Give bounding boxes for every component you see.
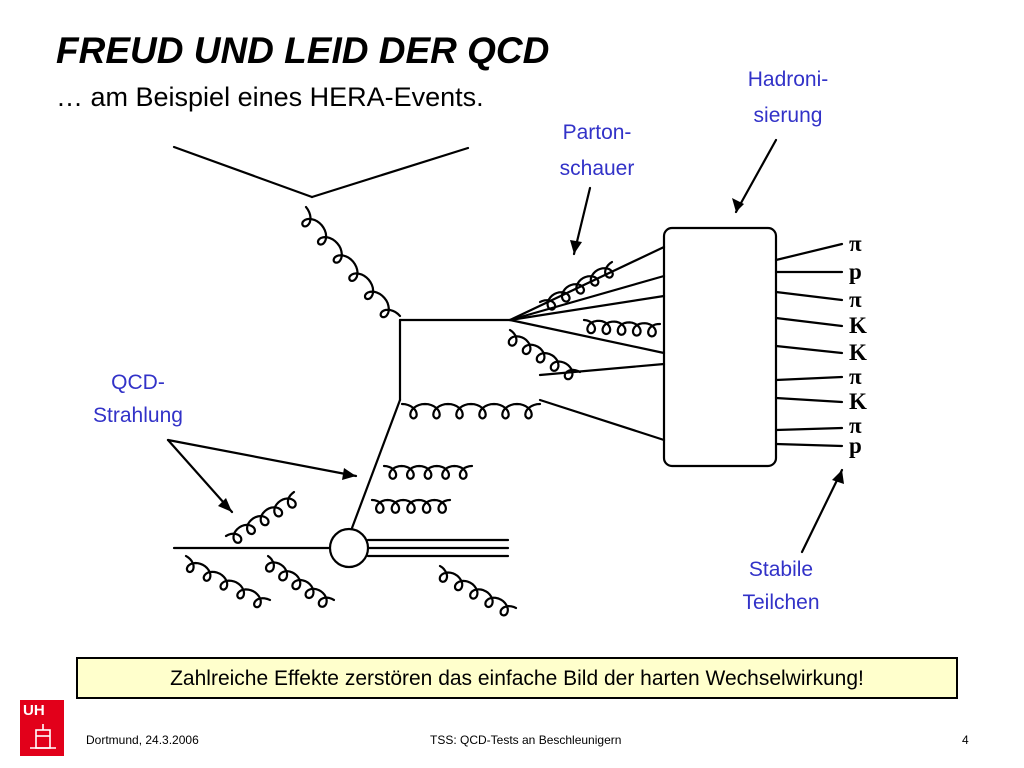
shower-line-2	[508, 274, 666, 322]
shower-line-6	[538, 398, 666, 442]
particle-line-3	[774, 290, 844, 302]
footer-date: Dortmund, 24.3.2006	[86, 733, 199, 747]
gluon-bottom-1	[224, 490, 297, 544]
arrowhead-qcd-1	[218, 498, 232, 512]
summary-callout: Zahlreiche Effekte zerstören das einfach…	[76, 657, 958, 699]
particle-label: π	[849, 364, 862, 389]
arrow-qcd-2	[166, 438, 358, 478]
hadronization-box	[662, 226, 778, 468]
particle-line-6	[774, 375, 844, 382]
particle-label: K	[849, 340, 867, 365]
logo-text: UH	[23, 702, 45, 719]
slide-subtitle: … am Beispiel eines HERA-Events.	[56, 82, 484, 112]
hera-event-diagram: Hadroni- sierung Parton- schauer QCD- St…	[93, 68, 867, 617]
gluon-shower-3	[507, 328, 582, 381]
particle-line-1	[774, 242, 844, 262]
proton-vertex	[328, 527, 370, 569]
arrowhead-qcd-2	[342, 468, 356, 480]
gluon-bottom-2	[184, 554, 272, 609]
particle-label: π	[849, 231, 862, 256]
gluon-bottom-4	[438, 564, 518, 617]
label-stabile-2: Teilchen	[742, 591, 819, 614]
arrow-stabile-teilchen	[800, 468, 844, 554]
particle-list: π p π K K π K π p	[849, 231, 867, 458]
arrowhead-stabile	[832, 470, 844, 484]
particle-label: π	[849, 287, 862, 312]
particle-label: p	[849, 259, 862, 284]
gluon-isr-2	[370, 498, 452, 514]
gluon-main-horizontal	[400, 402, 542, 420]
particle-line-9	[774, 442, 844, 448]
particle-label: π	[849, 413, 862, 438]
footer-title: TSS: QCD-Tests an Beschleunigern	[430, 733, 622, 747]
particle-label: p	[849, 433, 862, 458]
label-hadronisierung-2: sierung	[754, 104, 823, 127]
particle-line-4	[774, 316, 844, 328]
shower-line-3	[508, 294, 666, 322]
label-qcd-1: QCD-	[111, 371, 165, 394]
shower-line-5	[538, 362, 666, 377]
particle-line-5	[774, 344, 844, 355]
shower-line-4	[508, 318, 666, 355]
logo-emblem-icon	[30, 724, 56, 749]
university-logo: UH	[20, 700, 64, 756]
arrowhead-parton	[570, 240, 582, 254]
electron-out-line	[310, 146, 470, 199]
label-qcd-2: Strahlung	[93, 404, 183, 427]
label-stabile-1: Stabile	[749, 558, 813, 581]
arrow-hadronisierung	[734, 138, 778, 214]
gluon-bottom-3	[264, 554, 336, 608]
footer-page-number: 4	[962, 733, 969, 747]
arrowhead-hadronisierung	[732, 198, 744, 212]
particle-line-8	[774, 426, 844, 432]
shower-line-1	[508, 245, 666, 322]
particle-label: K	[849, 389, 867, 414]
label-parton-2: schauer	[560, 157, 635, 180]
arrow-qcd-1	[166, 438, 234, 514]
gluon-isr-1	[382, 464, 474, 480]
label-hadronisierung-1: Hadroni-	[748, 68, 829, 91]
boson-gluon-line	[301, 205, 402, 319]
quark-line-incoming	[350, 398, 402, 530]
gluon-shower-1	[538, 260, 614, 311]
electron-in-line	[172, 145, 314, 199]
particle-label: K	[849, 313, 867, 338]
slide-title: FREUD UND LEID DER QCD	[56, 30, 550, 71]
particle-line-7	[774, 396, 844, 404]
label-parton-1: Parton-	[563, 121, 632, 144]
gluon-shower-2	[582, 318, 662, 338]
